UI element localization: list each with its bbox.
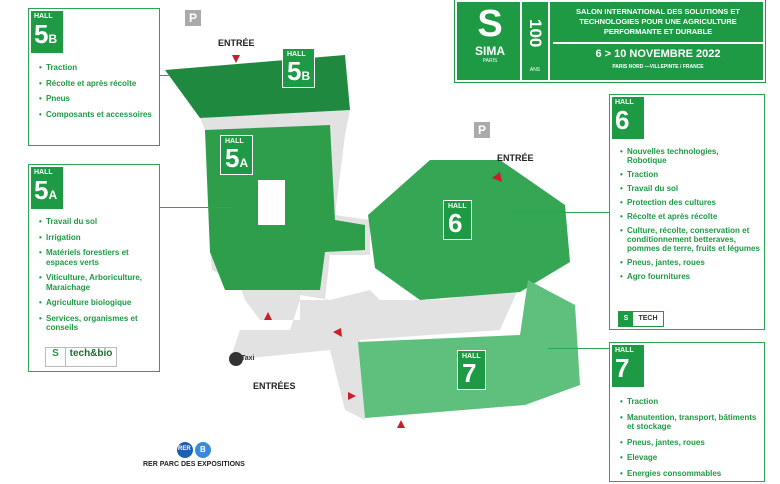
venue: PARIS NORD —VILLEPINTE / FRANCE xyxy=(612,64,704,70)
list-item: Elevage xyxy=(620,453,760,463)
sima-logo: S SIMA PARIS xyxy=(475,3,505,64)
taxi-label: Taxi xyxy=(241,355,255,362)
rer-icon xyxy=(177,442,193,458)
arrow-icon xyxy=(232,55,240,63)
hall-5a-courtyard xyxy=(258,180,285,225)
list-item: Viticulture, Arboriculture, Maraichage xyxy=(39,273,157,292)
list-item: Traction xyxy=(620,397,760,407)
list-item: Récolte et après récolte xyxy=(39,79,152,89)
entrance-arrows xyxy=(232,55,502,428)
list-item: Pneus xyxy=(39,94,152,104)
entrance-label: ENTRÉE xyxy=(218,38,255,48)
rer-b-icon xyxy=(195,442,211,458)
arrow-icon xyxy=(348,392,356,400)
sima-tech-logo: S TECH xyxy=(618,311,664,327)
list-item: Traction xyxy=(620,170,760,179)
list-item: Travail du sol xyxy=(39,217,157,227)
entrances-label: ENTRÉES xyxy=(253,381,296,391)
rer-station: RER PARC DES EXPOSITIONS xyxy=(143,461,245,468)
arrow-icon xyxy=(397,420,405,428)
taxi-icon xyxy=(229,352,243,366)
sima-banner: S SIMA PARIS 100 ANS SALON INTERNATIONAL… xyxy=(454,0,766,83)
list-item: Traction xyxy=(39,63,152,73)
rer-label: RER xyxy=(178,446,191,452)
hall-7-building xyxy=(358,280,580,418)
list-item: Culture, récolte, conservation et condit… xyxy=(620,226,760,253)
list-item: Nouvelles technologies, Robotique xyxy=(620,147,760,165)
venue-map xyxy=(165,55,580,458)
parking-icon: P xyxy=(185,10,201,26)
list-item: Pneus, jantes, roues xyxy=(620,258,760,267)
arrow-icon xyxy=(333,328,342,337)
arrow-icon xyxy=(492,172,502,182)
rer-line: B xyxy=(200,445,206,454)
list-item: Travail du sol xyxy=(620,184,760,193)
list-item: Protection des cultures xyxy=(620,198,760,207)
list-item: Manutention, transport, bâtiments et sto… xyxy=(620,413,760,432)
hall-5b-building xyxy=(165,55,350,118)
list-item: Pneus, jantes, roues xyxy=(620,438,760,448)
tagline: SALON INTERNATIONAL DES SOLUTIONS ET TEC… xyxy=(553,2,763,44)
list-item: Services, organismes et conseils xyxy=(39,314,157,333)
list-item: Agriculture biologique xyxy=(39,298,157,308)
tech-bio-logo: S tech&bio xyxy=(45,347,117,367)
arrow-icon xyxy=(264,312,272,320)
100-ans-logo: 100 ANS xyxy=(520,2,550,80)
list-item: Récolte et après récolte xyxy=(620,212,760,221)
list-item: Irrigation xyxy=(39,233,157,243)
list-item: Matériels forestiers et espaces verts xyxy=(39,248,157,267)
list-item: Composants et accessoires xyxy=(39,110,152,120)
parking-icon: P xyxy=(474,122,490,138)
entrance-label: ENTRÉE xyxy=(497,153,534,163)
dates: 6 > 10 NOVEMBRE 2022 xyxy=(595,48,721,60)
list-item: Agro fournitures xyxy=(620,272,760,281)
